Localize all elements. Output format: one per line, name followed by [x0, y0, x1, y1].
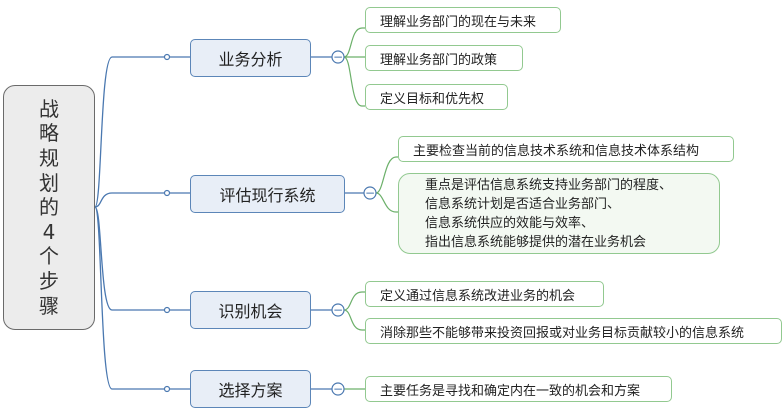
topic-identify-opportunities[interactable]: 识别机会: [190, 291, 311, 329]
collapse-toggle-3[interactable]: −: [333, 303, 343, 317]
root-char: 战: [39, 96, 59, 121]
root-char: 划: [39, 170, 59, 195]
root-char: 规: [39, 146, 59, 171]
note-line: 信息系统供应的效能与效率、: [425, 215, 595, 231]
subtopic-item[interactable]: 定义通过信息系统改进业务的机会: [365, 281, 604, 307]
note-line: 指出信息系统能够提供的潜在业务机会: [425, 234, 647, 250]
subtopic-multiline-note[interactable]: 重点是评估信息系统支持业务部门的程度、 信息系统计划是否适合业务部门、 信息系统…: [398, 173, 720, 254]
root-char: 步: [39, 268, 59, 293]
root-char: 的: [39, 195, 59, 220]
root-char: 略: [39, 121, 59, 146]
topic-select-plan[interactable]: 选择方案: [190, 370, 311, 408]
topic-evaluate-current-systems[interactable]: 评估现行系统: [190, 175, 345, 213]
root-char: 个: [39, 244, 59, 269]
topic-business-analysis[interactable]: 业务分析: [190, 39, 311, 77]
root-char: 4: [42, 219, 56, 244]
collapse-toggle-1[interactable]: −: [333, 50, 343, 64]
subtopic-item[interactable]: 消除那些不能够带来投资回报或对业务目标贡献较小的信息系统: [365, 318, 782, 344]
note-line: 信息系统计划是否适合业务部门、: [425, 196, 621, 212]
collapse-toggle-2[interactable]: −: [365, 186, 375, 200]
note-line: 重点是评估信息系统支持业务部门的程度、: [425, 177, 673, 193]
subtopic-item[interactable]: 理解业务部门的政策: [365, 45, 523, 71]
subtopic-item[interactable]: 主要检查当前的信息技术系统和信息技术体系结构: [398, 136, 734, 162]
collapse-toggle-4[interactable]: −: [333, 382, 343, 396]
root-char: 骤: [39, 293, 59, 318]
subtopic-item[interactable]: 理解业务部门的现在与未来: [365, 7, 561, 33]
subtopic-item[interactable]: 主要任务是寻找和确定内在一致的机会和方案: [365, 376, 672, 402]
root-node[interactable]: 战 略 规 划 的 4 个 步 骤: [3, 85, 95, 330]
subtopic-item[interactable]: 定义目标和优先权: [365, 84, 508, 110]
